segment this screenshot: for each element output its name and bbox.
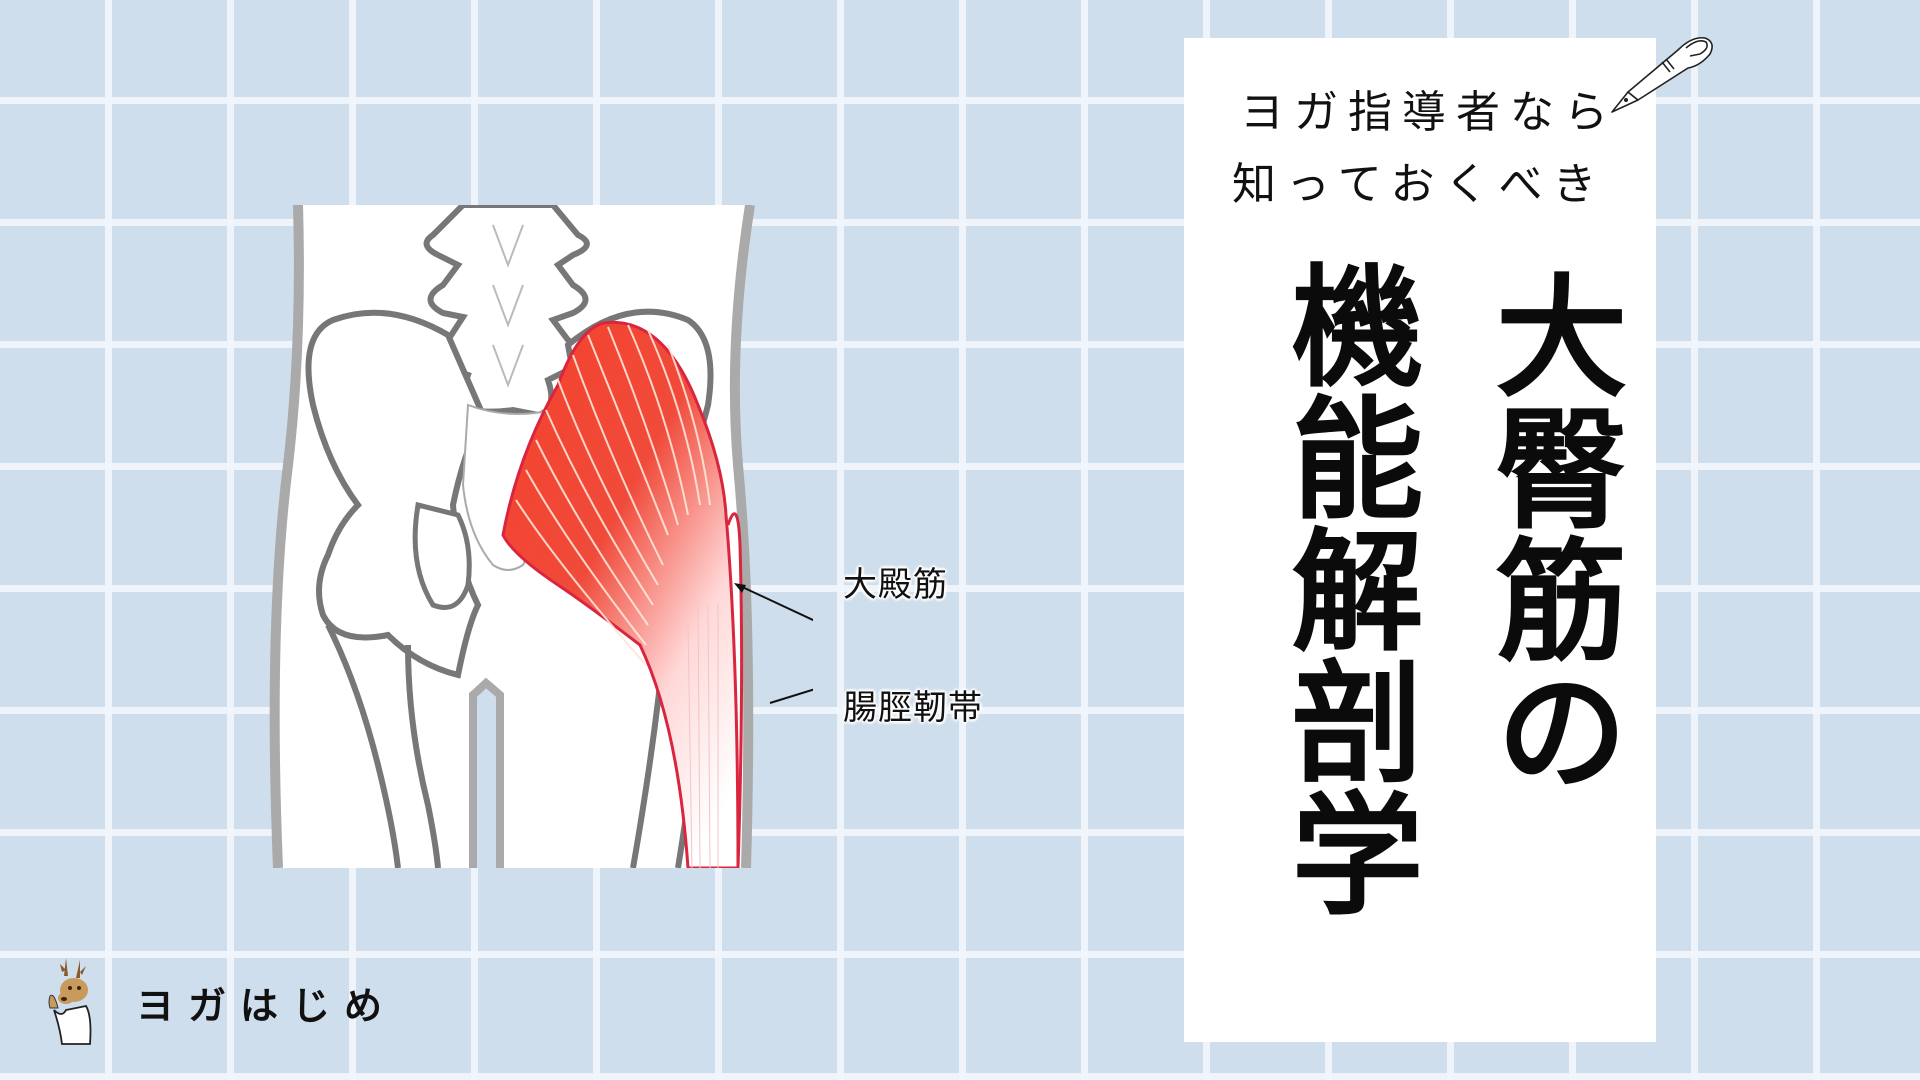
label-iliotibial-band: 腸脛靭帯 [843, 688, 983, 728]
label-gluteus-maximus: 大殿筋 [843, 565, 948, 605]
title-column-1: 大臀筋の [1473, 268, 1628, 796]
brand-logo: ヨガはじめ [36, 952, 396, 1052]
title-card: ヨガ指導者なら 知っておくべき 大臀筋の 機能解剖学 [1184, 38, 1656, 1042]
deer-mascot-icon [48, 958, 92, 1045]
brand-name: ヨガはじめ [136, 983, 397, 1028]
anatomy-illustration [268, 205, 813, 868]
subtitle-line-1: ヨガ指導者なら [1240, 87, 1618, 138]
subtitle-line-2: 知っておくべき [1232, 159, 1607, 210]
title-column-2: 機能解剖学 [1269, 258, 1424, 918]
fountain-pen-icon [1600, 24, 1720, 128]
